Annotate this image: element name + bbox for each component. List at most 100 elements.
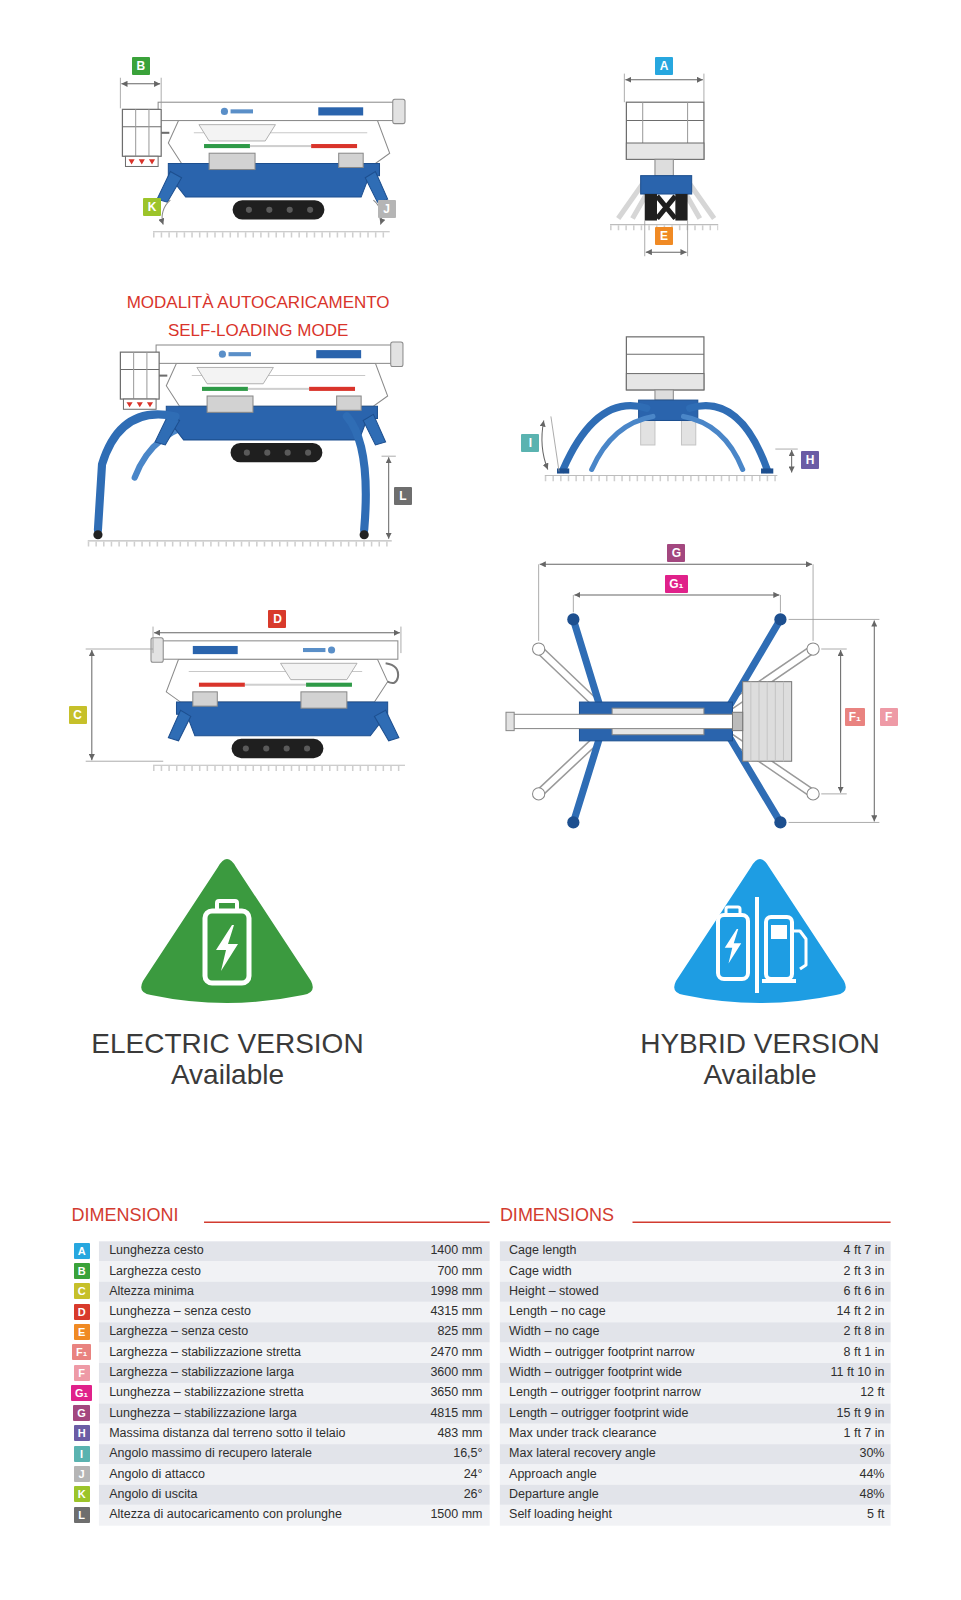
dimension-value: 1 ft 7 in bbox=[843, 1426, 884, 1441]
dimension-value: 700 mm bbox=[437, 1264, 482, 1279]
dimension-value: 48% bbox=[859, 1487, 884, 1502]
dimension-value: 5 ft bbox=[867, 1507, 884, 1522]
dimension-letter: G₁ bbox=[665, 575, 687, 593]
dimension-letter: I bbox=[521, 434, 539, 452]
node-title: I bbox=[525, 434, 535, 452]
dimension-letter: A bbox=[74, 1243, 90, 1259]
version-badge: HYBRID VERSIONAvailable bbox=[595, 853, 925, 1091]
dimension-name: Lunghezza cesto bbox=[109, 1243, 204, 1258]
dimension-value: 2470 mm bbox=[430, 1345, 482, 1360]
dimension-name: Height – stowed bbox=[509, 1284, 599, 1299]
node-title: H bbox=[78, 1425, 86, 1441]
dimension-letter: C bbox=[74, 1283, 90, 1299]
dimension-letter: A bbox=[655, 57, 673, 75]
hybrid-icon bbox=[718, 897, 806, 993]
node-title: D bbox=[272, 610, 282, 628]
dimension-name: Length – outrigger footprint wide bbox=[509, 1406, 688, 1421]
dimension-name: Self loading height bbox=[509, 1507, 612, 1522]
node-title: G bbox=[77, 1405, 86, 1421]
dimension-name: Departure angle bbox=[509, 1487, 599, 1502]
node-title: A bbox=[659, 57, 669, 75]
node-title: ELECTRIC VERSION bbox=[62, 1029, 392, 1060]
dimension-name: Width – outrigger footprint wide bbox=[509, 1365, 682, 1380]
dimension-name: Angolo di attacco bbox=[109, 1467, 205, 1482]
dimension-value: 12 ft bbox=[860, 1385, 884, 1400]
dimension-letter: K bbox=[74, 1486, 90, 1502]
table-frame bbox=[99, 1222, 891, 1525]
node-title: I bbox=[78, 1446, 86, 1462]
dimension-name: Width – outrigger footprint narrow bbox=[509, 1345, 695, 1360]
dimension-name: Length – no cage bbox=[509, 1304, 606, 1319]
dimension-value: 2 ft 8 in bbox=[843, 1324, 884, 1339]
dimension-name: Angolo massimo di recupero laterale bbox=[109, 1446, 312, 1461]
dimension-name: Width – no cage bbox=[509, 1324, 599, 1339]
node-title: D bbox=[78, 1304, 86, 1320]
node-title: G₁ bbox=[75, 1385, 88, 1401]
node-title: K bbox=[78, 1486, 86, 1502]
node-title: A bbox=[78, 1243, 86, 1259]
dimension-value: 4315 mm bbox=[430, 1304, 482, 1319]
dimension-name: Larghezza – senza cesto bbox=[109, 1324, 248, 1339]
dimension-value: 2 ft 3 in bbox=[843, 1264, 884, 1279]
self-loading-view bbox=[88, 342, 403, 544]
dimension-name: Altezza di autocaricamento con prolunghe bbox=[109, 1507, 342, 1522]
node-title: G bbox=[671, 544, 681, 562]
node-title: K bbox=[147, 198, 157, 216]
dimension-value: 44% bbox=[859, 1467, 884, 1482]
dimension-value: 30% bbox=[859, 1446, 884, 1461]
node-title: B bbox=[136, 57, 146, 75]
dimension-value: 1500 mm bbox=[430, 1507, 482, 1522]
dimension-name: Angolo di uscita bbox=[109, 1487, 197, 1502]
dimension-value: 483 mm bbox=[437, 1426, 482, 1441]
dimension-name: Larghezza – stabilizzazione stretta bbox=[109, 1345, 301, 1360]
node-title: H bbox=[805, 451, 815, 469]
dimension-value: 24° bbox=[464, 1467, 483, 1482]
dimension-value: 3600 mm bbox=[430, 1365, 482, 1380]
dimension-letter: E bbox=[655, 227, 673, 245]
dimension-value: 825 mm bbox=[437, 1324, 482, 1339]
dimension-letter: D bbox=[74, 1304, 90, 1320]
node-title: HYBRID VERSION bbox=[595, 1029, 925, 1060]
node-title: J bbox=[78, 1466, 86, 1482]
dimension-name: Max lateral recovery angle bbox=[509, 1446, 656, 1461]
node-title: C bbox=[73, 706, 83, 724]
dimension-value: 4815 mm bbox=[430, 1406, 482, 1421]
node-title: G₁ bbox=[669, 575, 683, 593]
dimension-value: 1998 mm bbox=[430, 1284, 482, 1299]
dimension-value: 3650 mm bbox=[430, 1385, 482, 1400]
section-heading: DIMENSIONI bbox=[71, 1205, 178, 1227]
dimension-letter: G bbox=[73, 1405, 90, 1421]
dimension-letter: I bbox=[74, 1446, 90, 1462]
dimension-letter: E bbox=[74, 1324, 90, 1340]
dimension-name: Cage width bbox=[509, 1264, 572, 1279]
dimension-letter: B bbox=[132, 57, 150, 75]
version-icon bbox=[62, 853, 392, 1018]
dimension-value: 8 ft 1 in bbox=[843, 1345, 884, 1360]
dimension-letter: F bbox=[880, 708, 898, 726]
node-title: J bbox=[382, 200, 392, 218]
dimension-letter: H bbox=[74, 1425, 90, 1441]
dimension-name: Lunghezza – senza cesto bbox=[109, 1304, 251, 1319]
dimension-letter: F bbox=[74, 1365, 90, 1381]
node-title: L bbox=[78, 1507, 86, 1523]
dimension-name: Cage length bbox=[509, 1243, 576, 1258]
version-icon bbox=[595, 853, 925, 1018]
dimension-name: Approach angle bbox=[509, 1467, 597, 1482]
top-view bbox=[506, 564, 879, 828]
dimension-letter: G₁ bbox=[71, 1385, 92, 1401]
front-view bbox=[610, 74, 718, 257]
dimension-value: 11 ft 10 in bbox=[831, 1365, 885, 1380]
version-triangle bbox=[674, 859, 846, 1003]
battery-icon bbox=[205, 901, 249, 983]
dimension-name: Massima distanza dal terreno sotto il te… bbox=[109, 1426, 345, 1441]
dimension-letter: L bbox=[74, 1507, 90, 1523]
node-title: E bbox=[78, 1324, 86, 1340]
version-badge: ELECTRIC VERSIONAvailable bbox=[62, 853, 392, 1091]
dimension-name: Length – outrigger footprint narrow bbox=[509, 1385, 701, 1400]
version-triangle bbox=[142, 859, 314, 1003]
dimension-value: 1400 mm bbox=[430, 1243, 482, 1258]
dimension-name: Lunghezza – stabilizzazione larga bbox=[109, 1406, 297, 1421]
dimension-value: 6 ft 6 in bbox=[843, 1284, 884, 1299]
